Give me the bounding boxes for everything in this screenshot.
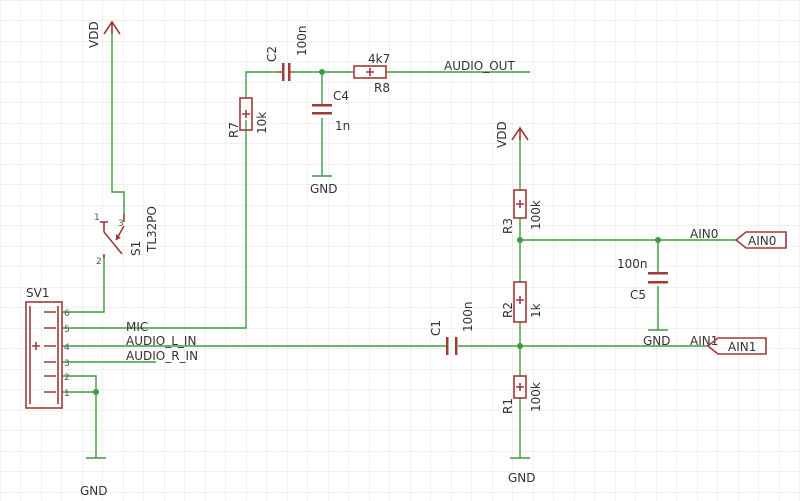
c2-name: C2 [265,46,279,62]
c5-name: C5 [630,288,646,302]
junction-ain1 [517,343,523,349]
wires [62,30,736,458]
wire-vdd-left [111,30,125,214]
wire-r7-to-c2 [245,71,278,98]
capacitor-c1: C1 100n [429,301,475,355]
junction-ain0 [517,237,523,243]
vdd-symbol-left: VDD [87,20,121,48]
s1-pin1: 1 [94,213,100,223]
s1-pin2: 2 [96,257,102,267]
c5-value: 100n [617,257,648,271]
vdd-right-label: VDD [495,121,509,148]
sv1-pins [32,311,56,393]
c4-value: 1n [335,119,350,133]
ain1-port: AIN1 [706,337,767,355]
ain0-port-label: AIN0 [748,234,776,248]
ain1-port-label: AIN1 [728,340,756,354]
gnd-c5-label: GND [643,334,671,348]
gnd-r1-label: GND [508,471,536,485]
switch-s1: 1 2 3 S1 TL32PO [94,206,159,267]
r8-name: R8 [374,81,390,95]
c1-name: C1 [429,320,443,336]
c1-value: 100n [461,301,475,332]
r2-name: R2 [501,302,515,318]
wire-s1-to-sv1-pin6 [62,256,105,313]
sv1-pin-3: 3 [64,359,70,369]
vdd-left-label: VDD [87,21,101,48]
s1-value: TL32PO [145,206,159,253]
capacitor-c4: C4 1n [312,89,350,133]
resistor-r8: 4k7 R8 [353,52,390,95]
sv1-pin-4: 4 [64,343,70,353]
sv1-pin-1: 1 [64,389,70,399]
r1-value: 100k [529,382,543,412]
s1-name: S1 [129,241,143,256]
gnd-symbol-c5: GND [643,329,671,348]
gnd-sv1-label: GND [80,484,108,498]
c2-value: 100n [295,25,309,56]
audio-r-net-label: AUDIO_R_IN [126,349,198,363]
r3-value: 100k [529,200,543,230]
gnd-symbol-sv1: GND [80,457,108,498]
r2-value: 1k [529,303,543,318]
sv1-name: SV1 [26,286,49,300]
resistor-r7: R7 10k [227,97,269,138]
junction-c4 [319,69,325,75]
mic-net-label: MIC [126,320,148,334]
junction-c5 [655,237,661,243]
resistor-r1: R1 100k [501,375,543,414]
ain0-net-label: AIN0 [690,227,718,241]
sv1-pin-6: 6 [64,309,70,319]
ain1-net-label: AIN1 [690,334,718,348]
capacitor-c2: C2 100n [265,25,309,81]
audio-l-net-label: AUDIO_L_IN [126,334,196,348]
r8-value: 4k7 [368,52,390,66]
vdd-symbol-right: VDD [495,121,529,148]
resistor-r3: R3 100k [501,189,543,234]
sv1-pin-5: 5 [64,325,70,335]
junctions [93,69,661,395]
sv1-pin-2: 2 [64,373,70,383]
r1-name: R1 [501,398,515,414]
gnd-symbol-c4: GND [310,175,338,196]
junction-sv1-gnd [93,389,99,395]
resistor-r2: R2 1k [501,281,543,323]
audio-out-net-label: AUDIO_OUT [444,59,515,73]
r3-name: R3 [501,218,515,234]
connector-sv1: SV1 6 5 4 3 2 1 [25,286,70,409]
ain0-port: AIN0 [734,231,787,249]
gnd-symbol-r1: GND [508,457,536,485]
r7-value: 10k [255,112,269,134]
r7-name: R7 [227,122,241,138]
wire-mic [62,120,247,329]
capacitor-c5: 100n C5 [617,257,668,302]
wire-sv1-pin2 [62,375,97,392]
gnd-c4-label: GND [310,182,338,196]
s1-pin3: 3 [118,219,124,229]
c4-name: C4 [333,89,349,103]
